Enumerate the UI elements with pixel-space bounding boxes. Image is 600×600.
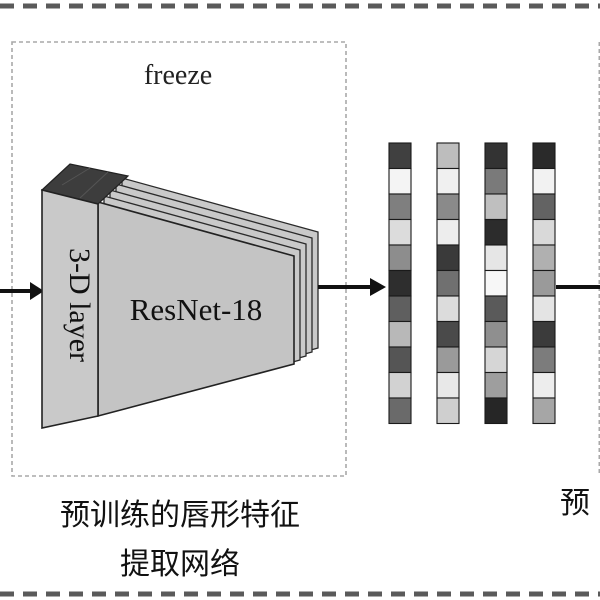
- layer-3d-block: [40, 163, 130, 429]
- feature-cell: [388, 320, 412, 348]
- input-arrow-head: [30, 282, 44, 300]
- layer-3d-top-stripe-2: [79, 171, 109, 199]
- module-caption-line1: 预训练的唇形特征: [60, 498, 300, 533]
- feature-cell: [436, 193, 460, 221]
- feature-cell: [436, 218, 460, 246]
- feature-cell: [532, 269, 556, 297]
- layer-3d-top-stripe-1: [61, 167, 91, 186]
- next-module-caption-fragment: 预: [560, 486, 590, 521]
- feature-cell: [484, 346, 508, 374]
- feature-cell: [436, 269, 460, 297]
- feature-cell: [436, 346, 460, 374]
- feature-arrow-head: [370, 278, 386, 296]
- feature-cell: [388, 269, 412, 297]
- feature-cell: [436, 295, 460, 323]
- feature-cell: [484, 397, 508, 425]
- feature-cell: [484, 371, 508, 399]
- layer-3d-label: 3-D layer: [63, 248, 96, 362]
- feature-cell: [532, 142, 556, 170]
- feature-vector-2: [436, 142, 460, 425]
- feature-cell: [484, 269, 508, 297]
- feature-cell: [532, 371, 556, 399]
- feature-cell: [388, 397, 412, 425]
- feature-cell: [484, 320, 508, 348]
- feature-cell: [484, 167, 508, 195]
- feature-cell: [532, 167, 556, 195]
- feature-cell: [532, 244, 556, 272]
- layer-3d-face: [41, 188, 99, 429]
- feature-cell: [388, 244, 412, 272]
- feature-cell: [484, 193, 508, 221]
- feature-cell: [436, 167, 460, 195]
- pretrained-module-box: [11, 41, 347, 477]
- resnet-stack: [97, 177, 319, 418]
- feature-cell: [436, 142, 460, 170]
- feature-cell: [532, 346, 556, 374]
- feature-cell: [532, 218, 556, 246]
- feature-cell: [532, 397, 556, 425]
- feature-cell: [436, 397, 460, 425]
- feature-cell: [388, 346, 412, 374]
- feature-vector-1: [388, 142, 412, 425]
- module-caption-line2: 提取网络: [120, 547, 240, 582]
- feature-cell: [388, 167, 412, 195]
- feature-cell: [436, 320, 460, 348]
- feature-cell: [484, 142, 508, 170]
- feature-vector-4: [532, 142, 556, 425]
- freeze-label: freeze: [144, 60, 212, 91]
- feature-cell: [436, 244, 460, 272]
- feature-vector-3: [484, 142, 508, 425]
- feature-cell: [388, 295, 412, 323]
- feature-cell: [388, 142, 412, 170]
- feature-cell: [484, 218, 508, 246]
- feature-cell: [388, 193, 412, 221]
- feature-cell: [484, 295, 508, 323]
- feature-vectors: [388, 142, 556, 425]
- feature-cell: [532, 193, 556, 221]
- resnet-label: ResNet-18: [130, 292, 263, 327]
- feature-cell: [388, 371, 412, 399]
- feature-cell: [532, 320, 556, 348]
- feature-cell: [484, 244, 508, 272]
- feature-cell: [436, 371, 460, 399]
- feature-cell: [532, 295, 556, 323]
- feature-cell: [388, 218, 412, 246]
